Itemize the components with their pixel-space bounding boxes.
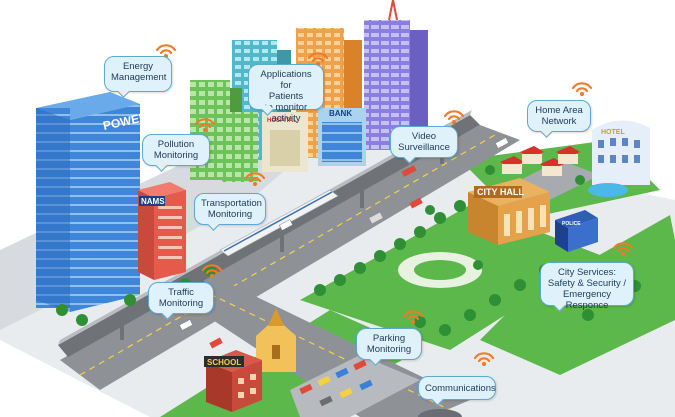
satellite-dish-icon — [418, 409, 462, 417]
energy-management-callout: Energy Management — [104, 56, 172, 92]
callout-line: Traffic — [168, 287, 194, 298]
school-sign: SCHOOL — [207, 358, 241, 367]
wifi-icon — [201, 264, 223, 279]
callout-line: Parking — [372, 333, 406, 344]
video-surveillance-callout: Video Surveillance — [390, 126, 458, 158]
callout-line: Monitoring — [158, 298, 204, 309]
parked-cars — [299, 359, 373, 407]
home-area-network-callout: Home Area Network — [527, 100, 591, 132]
callout-line: Monitoring — [207, 209, 253, 220]
callout-line: Network — [541, 116, 577, 127]
callout-line: Video — [411, 131, 437, 142]
callout-line: Monitoring — [153, 150, 199, 161]
wifi-icon — [443, 110, 465, 125]
home-area-houses — [500, 146, 580, 176]
church-building — [256, 308, 296, 372]
communications-callout: Communications — [418, 376, 496, 400]
callout-line: to monitor activity — [264, 102, 308, 124]
callout-line: Communications — [425, 383, 496, 394]
callout-line: Energy — [122, 61, 154, 72]
city-services-callout: City Services: Safety & Security / Emerg… — [540, 262, 634, 311]
police-station: POLICE — [555, 210, 598, 252]
callout-line: Monitoring — [366, 344, 412, 355]
hospital-building: HOSPITAL — [262, 112, 308, 172]
tower-green-mid — [222, 112, 258, 182]
school-building: SCHOOL — [204, 350, 262, 412]
callout-line: Management — [111, 72, 167, 83]
callout-line: Pollution — [157, 139, 195, 150]
hotel-building: HOTEL — [588, 120, 650, 197]
wifi-icon — [244, 172, 266, 187]
patient-applications-callout: Applications for Patients to monitor act… — [248, 64, 324, 124]
callout-line: Emergency Responce — [562, 289, 612, 311]
callout-line: Applications for — [260, 69, 312, 91]
hotel-pool — [588, 183, 628, 197]
city-hall-building: CITY HALL — [468, 178, 550, 245]
callout-line: City Services: — [557, 267, 617, 278]
nams-sign: NAMS — [141, 197, 165, 206]
wifi-signal-icons — [155, 44, 634, 367]
wifi-icon — [194, 118, 216, 133]
parking-monitoring-callout: Parking Monitoring — [356, 328, 422, 360]
wifi-icon — [571, 82, 593, 97]
nams-building: NAMS — [138, 182, 186, 280]
police-sign: POLICE — [562, 221, 581, 227]
bank-building: BANK — [318, 108, 366, 166]
pollution-monitoring-callout: Pollution Monitoring — [142, 134, 210, 166]
train — [219, 189, 339, 257]
callout-line: Surveillance — [398, 142, 450, 153]
city-hall-sign: CITY HALL — [477, 187, 524, 197]
power-tower: POWER — [36, 92, 149, 312]
bank-sign: BANK — [329, 109, 352, 118]
wifi-icon — [402, 310, 424, 325]
wifi-icon — [612, 242, 634, 257]
callout-line: Safety & Security / — [547, 278, 627, 289]
wifi-icon — [473, 352, 495, 367]
hospital-sign: HOSPITAL — [267, 118, 297, 124]
road-cars — [178, 137, 510, 349]
callout-line: Home Area — [535, 105, 583, 116]
main-road — [60, 125, 520, 390]
transportation-monitoring-callout: Transportation Monitoring — [194, 193, 266, 225]
callout-line: Patients — [268, 91, 304, 102]
hotel-sign: HOTEL — [601, 129, 625, 136]
callout-line: Transportation — [201, 198, 262, 209]
traffic-monitoring-callout: Traffic Monitoring — [148, 282, 214, 314]
